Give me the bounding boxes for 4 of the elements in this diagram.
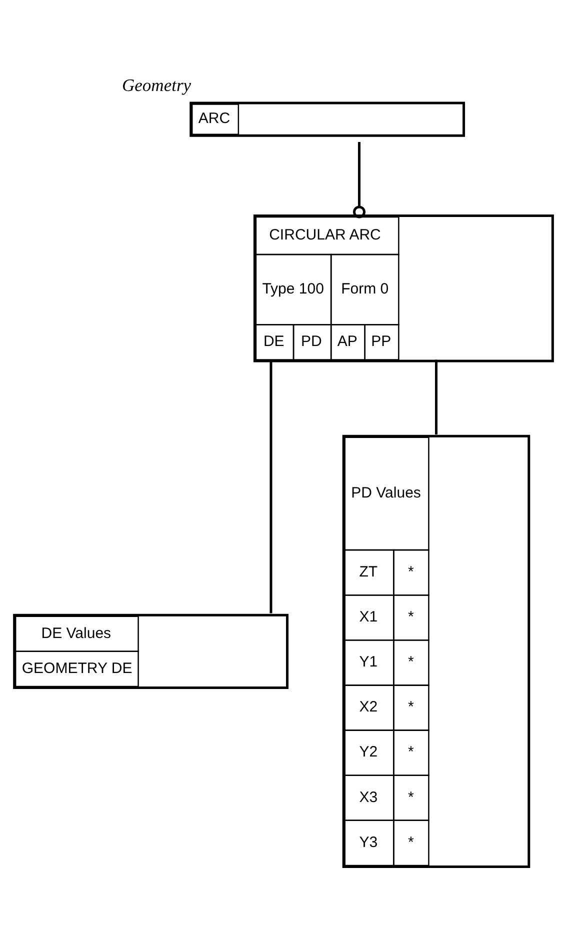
connector (352, 141, 366, 218)
connector (270, 359, 272, 613)
connector (434, 359, 438, 434)
node-label: Geometry (122, 74, 192, 94)
